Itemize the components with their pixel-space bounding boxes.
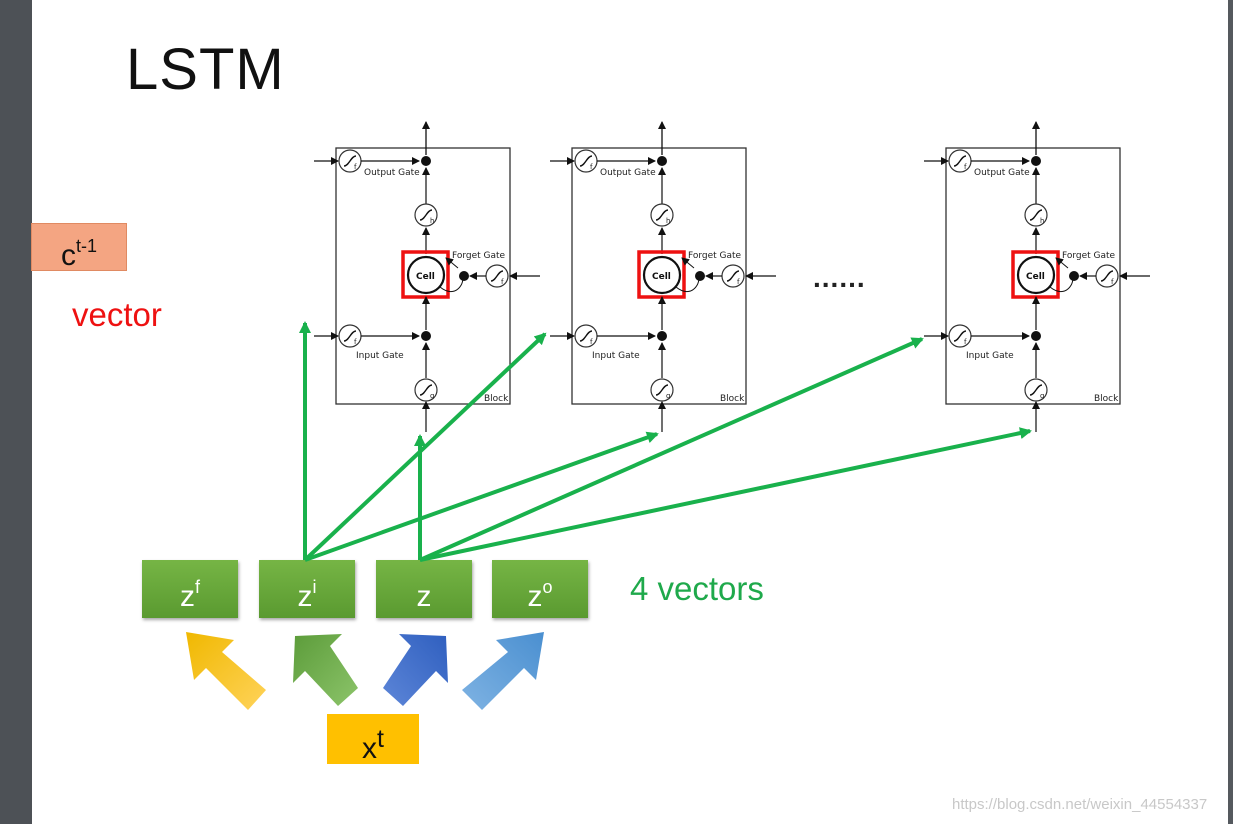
- input-gate-label: Input Gate: [356, 351, 404, 361]
- input-gate-label: Input Gate: [592, 351, 640, 361]
- arrow-to-zf: [186, 632, 266, 710]
- gate-box-zi: zi: [259, 560, 355, 618]
- multiply-dot: [657, 331, 667, 341]
- gate-base: z: [179, 580, 195, 613]
- multiply-dot: [421, 331, 431, 341]
- sigmoid-curve: [726, 270, 740, 282]
- sigmoid-curve: [579, 330, 593, 342]
- sigmoid-label: g: [430, 392, 434, 400]
- block-label: Block: [720, 394, 745, 404]
- gate-base: z: [297, 580, 313, 613]
- gate-base: z: [527, 580, 543, 613]
- sigmoid-label: g: [1040, 392, 1044, 400]
- sigmoid-label: f: [354, 338, 357, 346]
- green-arrows: [299, 321, 1032, 562]
- sigmoid-label: f: [964, 338, 967, 346]
- block-label: Block: [1094, 394, 1119, 404]
- output-gate-label: Output Gate: [974, 168, 1030, 178]
- forget-to-cell: [1055, 257, 1069, 269]
- left-frame-bar: [0, 0, 32, 824]
- cell-circle: [642, 255, 682, 295]
- sigmoid-label: f: [590, 338, 593, 346]
- multiply-dot: [1031, 156, 1041, 166]
- sigmoid-curve: [419, 209, 433, 221]
- four-vectors-label: 4 vectors: [630, 570, 764, 607]
- arrow-to-zi: [293, 634, 358, 706]
- x-base: x: [362, 732, 378, 765]
- multiply-dot: [695, 271, 705, 281]
- cell-circle: [406, 255, 446, 295]
- sigmoid-label: f: [354, 163, 357, 171]
- ellipsis: ......: [813, 262, 866, 293]
- sigmoid-curve: [343, 155, 357, 167]
- sigmoid-label: h: [666, 217, 670, 225]
- output-gate-label: Output Gate: [600, 168, 656, 178]
- sigmoid-curve: [343, 330, 357, 342]
- sigmoid-label: f: [1111, 278, 1114, 286]
- sigmoid-label: f: [964, 163, 967, 171]
- x-sup: t: [377, 725, 384, 753]
- sigmoid-label: g: [666, 392, 670, 400]
- vector-label: vector: [72, 296, 162, 333]
- gate-sup: o: [542, 577, 553, 597]
- sigmoid-curve: [953, 330, 967, 342]
- multiply-dot: [421, 156, 431, 166]
- sigmoid-curve: [953, 155, 967, 167]
- sigmoid-curve: [655, 209, 669, 221]
- sigmoid-curve: [1029, 384, 1043, 396]
- input-arrows: [186, 632, 544, 710]
- block-label: Block: [484, 394, 509, 404]
- c-prev-base: c: [60, 239, 76, 272]
- multiply-dot: [459, 271, 469, 281]
- sigmoid-curve: [655, 384, 669, 396]
- sigmoid-label: h: [1040, 217, 1044, 225]
- sigmoid-label: f: [590, 163, 593, 171]
- forget-to-cell: [445, 257, 459, 269]
- multiply-dot: [1031, 331, 1041, 341]
- forget-gate-label: Forget Gate: [1062, 251, 1116, 261]
- c-prev-sup: t-1: [75, 236, 97, 256]
- multiply-dot: [1069, 271, 1079, 281]
- multiply-dot: [657, 156, 667, 166]
- green-arrow: [419, 427, 1032, 562]
- green-arrow: [303, 332, 547, 562]
- sigmoid-label: f: [501, 278, 504, 286]
- gate-sup: f: [194, 577, 200, 597]
- cell-label: Cell: [1026, 272, 1045, 282]
- sigmoid-curve: [419, 384, 433, 396]
- arrow-to-z: [383, 634, 448, 706]
- cell-label: Cell: [416, 272, 435, 282]
- gate-box-z: z: [376, 560, 472, 618]
- sigmoid-curve: [1029, 209, 1043, 221]
- watermark: https://blog.csdn.net/weixin_44554337: [952, 796, 1208, 813]
- forget-to-cell: [681, 257, 695, 269]
- cell-circle: [1016, 255, 1056, 295]
- input-gate-label: Input Gate: [966, 351, 1014, 361]
- output-gate-label: Output Gate: [364, 168, 420, 178]
- sigmoid-label: f: [737, 278, 740, 286]
- sigmoid-label: h: [430, 217, 434, 225]
- sigmoid-curve: [490, 270, 504, 282]
- sigmoid-curve: [1100, 270, 1114, 282]
- arrow-to-zo: [462, 632, 544, 710]
- sigmoid-curve: [579, 155, 593, 167]
- green-arrow: [304, 431, 659, 562]
- gate-sup: i: [312, 577, 317, 597]
- c-prev-box: ct-1: [31, 223, 127, 272]
- slide-title: LSTM: [126, 37, 285, 102]
- gate-base: z: [416, 580, 432, 613]
- green-arrow: [419, 337, 924, 562]
- gate-box-zf: zf: [142, 560, 238, 618]
- right-frame-bar: [1228, 0, 1233, 824]
- gate-box-zo: zo: [492, 560, 588, 618]
- x-input-box: xt: [327, 714, 419, 765]
- forget-gate-label: Forget Gate: [688, 251, 742, 261]
- forget-gate-label: Forget Gate: [452, 251, 506, 261]
- cell-label: Cell: [652, 272, 671, 282]
